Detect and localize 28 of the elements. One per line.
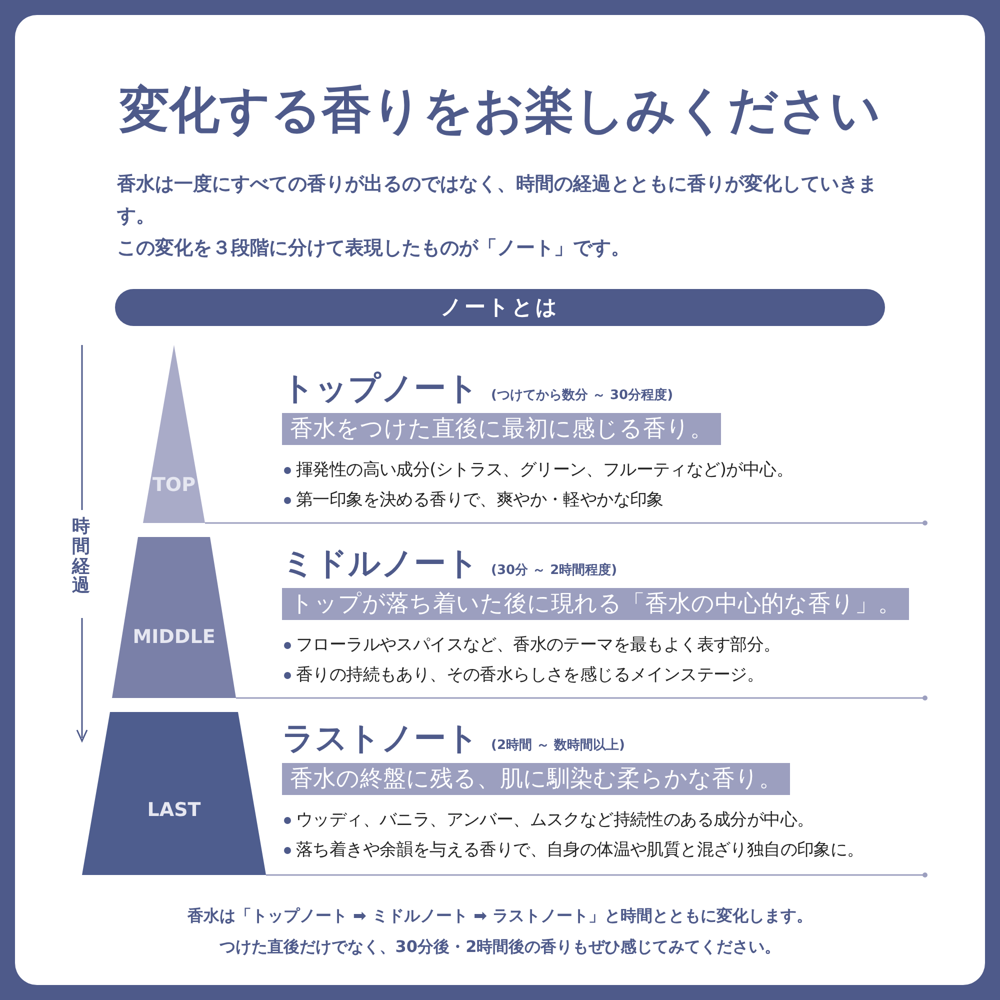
note-heading: ラストノート — [282, 719, 479, 757]
bullet-text: ウッディ、バニラ、アンバー、ムスクなど持続性のある成分が中心。 — [296, 809, 814, 832]
note-text: つけた直後だけでなく、30分後・2時間後の香りもぜひ感じてみてください。 — [218, 936, 782, 958]
bullet-text: 落ち着きや余韻を与える香りで、自身の体温や肌質と混ざり独自の印象に。 — [296, 839, 864, 862]
duration-text: (2時間 ～ 数時間以上) — [491, 738, 625, 753]
note-text: 香水は「トップノート ➡ ミドルノート ➡ ラストノート」と時間とともに変化します。 — [186, 905, 814, 927]
pyramid-middle-segment — [112, 537, 236, 698]
segment-label: MIDDLE — [132, 625, 216, 649]
pyramid-top-segment — [143, 345, 205, 523]
bullet-text: フローラルやスパイスなど、香水のテーマを最もよく表す部分。 — [296, 634, 780, 657]
segment-label: LAST — [146, 798, 202, 822]
intro-text: 香水は一度にすべての香りが出るのではなく、時間の経過とともに香りが変化していきます。 — [117, 172, 878, 229]
note-heading: トップノート — [282, 369, 479, 407]
note-heading: ミドルノート — [282, 544, 479, 582]
bullet-text: 香りの持続もあり、その香水らしさを感じるメインステージ。 — [296, 664, 764, 687]
section-banner: ノートとは — [115, 289, 885, 326]
bullet-text: 揮発性の高い成分(シトラス、グリーン、フルーティなど)が中心。 — [296, 459, 793, 482]
segment-label: TOP — [151, 473, 197, 497]
pyramid-base-segment — [82, 712, 266, 875]
intro-text: この変化を３段階に分けて表現したものが「ノート」です。 — [117, 236, 631, 261]
duration-text: (30分 ～ 2時間程度) — [491, 563, 618, 578]
title: 変化する香りをお楽しみください — [118, 80, 882, 141]
bullet-text: 第一印象を決める香りで、爽やか・軽やかな印象 — [296, 489, 664, 512]
highlight-text: 香水の終盤に残る、肌に馴染む柔らかな香り。 — [282, 763, 790, 795]
highlight-text: 香水をつけた直後に最初に感じる香り。 — [282, 413, 721, 445]
duration-text: (つけてから数分 ～ 30分程度) — [491, 388, 674, 403]
axis-label: 時間経過 — [70, 517, 91, 596]
highlight-text: トップが落ち着いた後に現れる「香水の中心的な香り」。 — [282, 588, 909, 620]
